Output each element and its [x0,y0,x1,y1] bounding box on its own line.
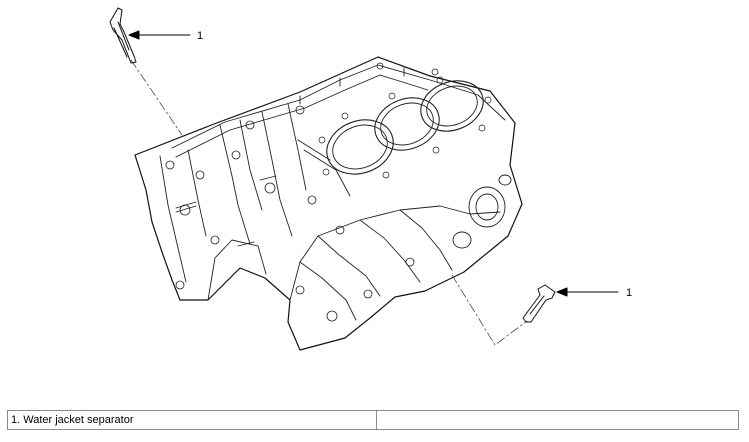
callout-arrow-bottom [556,287,619,297]
water-jacket-separator-top [109,7,137,64]
cylinder-bore-3 [420,80,484,132]
cylinder-bore-1 [326,119,394,175]
leader-guide-line-bottom [451,274,528,346]
leader-guide-line-top [130,59,183,136]
legend-cell-left: 1. Water jacket separator [7,410,377,430]
cylinder-bore-2 [374,97,440,151]
legend-row: 1. Water jacket separator [7,410,739,430]
callout-number-top: 1 [197,30,203,42]
callout-arrow-top [128,30,191,40]
legend-table: 1. Water jacket separator [7,410,739,430]
engine-block-diagram: 1 1 [109,7,632,351]
callout-number-bottom: 1 [626,287,632,299]
block-outline [134,56,523,351]
legend-cell-right [376,410,739,430]
engine-block [134,56,523,351]
water-jacket-separator-bottom [522,284,556,323]
